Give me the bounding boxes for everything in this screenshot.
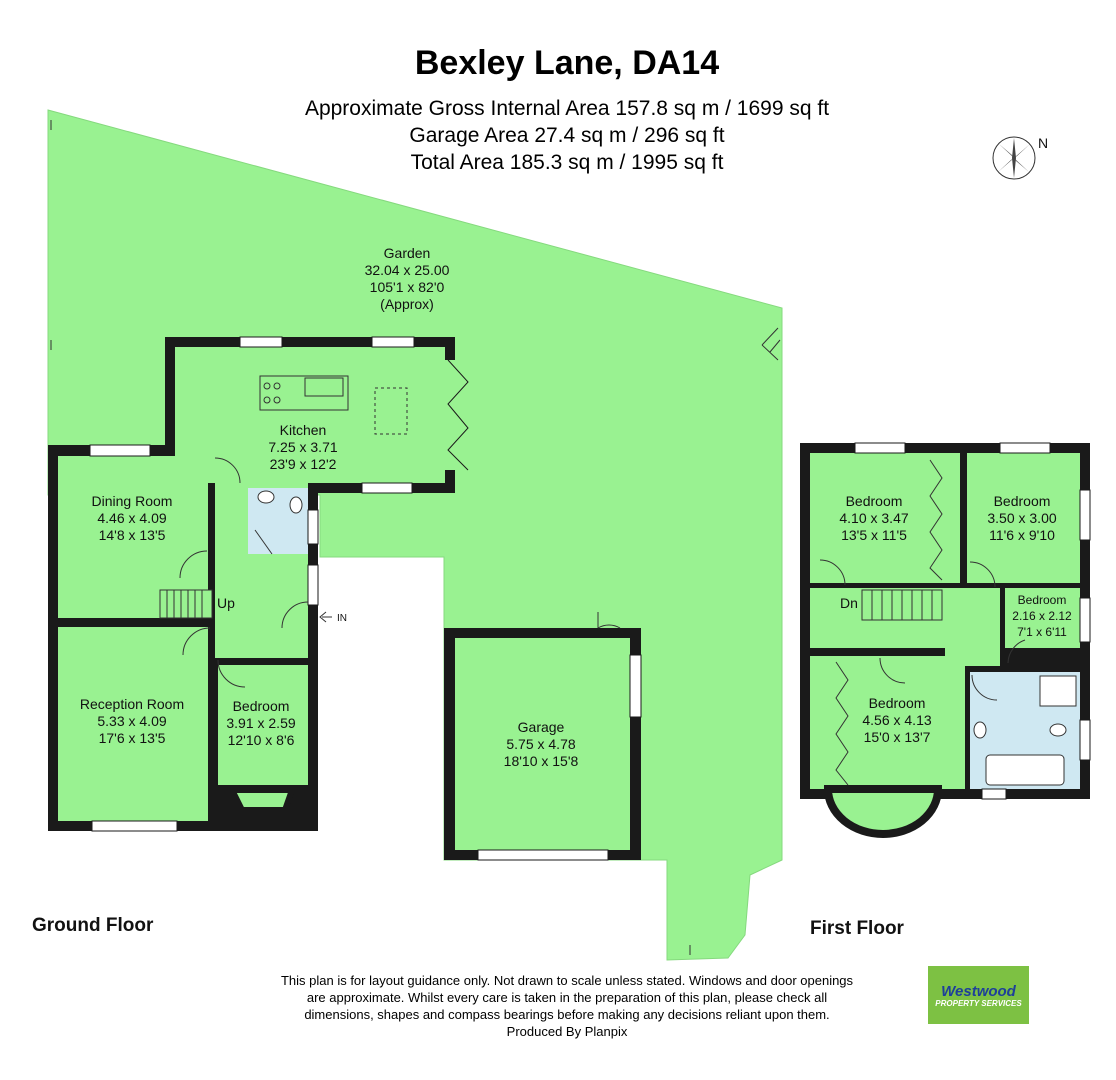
reception-label: Reception Room 5.33 x 4.09 17'6 x 13'5 (80, 696, 184, 746)
stairs-up-label: Up (217, 595, 235, 611)
ground-floor: IN Up (48, 336, 469, 832)
reception-imperial: 17'6 x 13'5 (99, 730, 166, 746)
garden-label: Garden 32.04 x 25.00 105'1 x 82'0 (Appro… (365, 245, 450, 312)
kitchen-name: Kitchen (280, 422, 327, 438)
kitchen-label: Kitchen 7.25 x 3.71 23'9 x 12'2 (268, 422, 337, 472)
gross-internal-area: Approximate Gross Internal Area 157.8 sq… (304, 97, 830, 120)
disclaimer-credit: Produced By Planpix (506, 1024, 628, 1039)
dining-name: Dining Room (92, 493, 173, 509)
disclaimer: This plan is for layout guidance only. N… (0, 972, 1116, 1040)
entrance-arrow-icon (319, 611, 332, 623)
entrance-label: IN (337, 613, 347, 624)
dining-imperial: 14'8 x 13'5 (99, 527, 166, 543)
bedroom-ground-name: Bedroom (233, 698, 290, 714)
garden-boundary-arrows (50, 120, 781, 955)
bedroom-ground-metric: 3.91 x 2.59 (226, 715, 295, 731)
bedroom-ff-3 (1005, 588, 1080, 648)
landing-lower (945, 588, 1000, 666)
first-floor-label: First Floor (810, 918, 905, 939)
plan-title: Bexley Lane, DA14 (414, 44, 720, 82)
bedroom-ff-3-name: Bedroom (1018, 593, 1067, 607)
bedroom-ff-2-imperial: 11'6 x 9'10 (989, 527, 1055, 543)
bedroom-ff-2-label: Bedroom 3.50 x 3.00 11'6 x 9'10 (987, 493, 1056, 543)
logo-tagline: PROPERTY SERVICES (935, 999, 1022, 1008)
compass-north-label: N (1038, 135, 1048, 151)
bedroom-ff-2-name: Bedroom (994, 493, 1051, 509)
bay-window-bedroom (227, 787, 297, 813)
agency-logo: Westwood PROPERTY SERVICES (928, 966, 1029, 1024)
compass: N (990, 134, 1060, 184)
dining-metric: 4.46 x 4.09 (97, 510, 166, 526)
compass-rose-icon: N (992, 135, 1048, 180)
garden-metric: 32.04 x 25.00 (365, 262, 450, 278)
garage-metric: 5.75 x 4.78 (506, 736, 575, 752)
ground-floor-label: Ground Floor (32, 915, 154, 936)
total-area: Total Area 185.3 sq m / 1995 sq ft (410, 151, 724, 174)
bedroom-ff-4-name: Bedroom (869, 695, 926, 711)
stairs-down-label: Dn (840, 595, 858, 611)
bedroom-ff-3-label: Bedroom 2.16 x 2.12 7'1 x 6'11 (1012, 593, 1072, 639)
bedroom-ff-1-label: Bedroom 4.10 x 3.47 13'5 x 11'5 (839, 493, 908, 543)
bedroom-ground-label: Bedroom 3.91 x 2.59 12'10 x 8'6 (226, 698, 295, 748)
bedroom-ff-4-metric: 4.56 x 4.13 (862, 712, 931, 728)
bedroom-ff-4-imperial: 15'0 x 13'7 (864, 729, 931, 745)
garage-block (444, 612, 642, 861)
garage-name: Garage (518, 719, 565, 735)
bedroom-ff-1-imperial: 13'5 x 11'5 (841, 527, 907, 543)
bedroom-ff-2 (967, 453, 1080, 583)
kitchen-imperial: 23'9 x 12'2 (270, 456, 337, 472)
garden-imperial: 105'1 x 82'0 (370, 279, 445, 295)
first-floor: Dn (800, 442, 1091, 838)
disclaimer-line-1: This plan is for layout guidance only. N… (280, 973, 854, 988)
bedroom-ground (218, 665, 308, 785)
kitchen-metric: 7.25 x 3.71 (268, 439, 337, 455)
garage-room (455, 638, 630, 850)
garden-name: Garden (384, 245, 431, 261)
bedroom-ff-2-metric: 3.50 x 3.00 (987, 510, 1056, 526)
bedroom-ff-3-imperial: 7'1 x 6'11 (1017, 625, 1067, 639)
dining-label: Dining Room 4.46 x 4.09 14'8 x 13'5 (92, 493, 173, 543)
disclaimer-line-3: dimensions, shapes and compass bearings … (304, 1007, 830, 1022)
bedroom-ff-1-name: Bedroom (846, 493, 903, 509)
garage-area: Garage Area 27.4 sq m / 296 sq ft (409, 124, 725, 147)
bedroom-ff-4-label: Bedroom 4.56 x 4.13 15'0 x 13'7 (862, 695, 931, 745)
bay-window-first-floor (823, 785, 943, 838)
garage-imperial: 18'10 x 15'8 (504, 753, 579, 769)
reception-metric: 5.33 x 4.09 (97, 713, 166, 729)
reception-name: Reception Room (80, 696, 184, 712)
reception-room (58, 627, 208, 821)
bedroom-ground-imperial: 12'10 x 8'6 (228, 732, 295, 748)
bedroom-ff-1-metric: 4.10 x 3.47 (839, 510, 908, 526)
logo-brand: Westwood (941, 983, 1016, 1000)
disclaimer-line-2: are approximate. Whilst every care is ta… (306, 990, 828, 1005)
bedroom-ff-4 (810, 656, 965, 789)
garage-label: Garage 5.75 x 4.78 18'10 x 15'8 (504, 719, 579, 769)
garden-note: (Approx) (380, 296, 434, 312)
bedroom-ff-3-metric: 2.16 x 2.12 (1012, 609, 1072, 623)
